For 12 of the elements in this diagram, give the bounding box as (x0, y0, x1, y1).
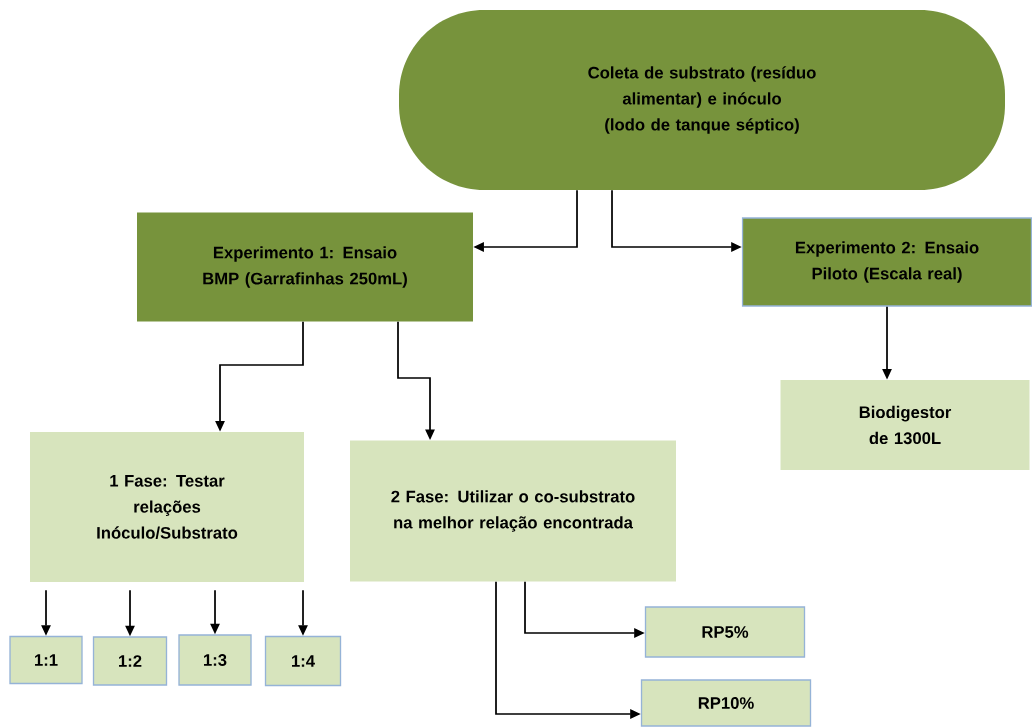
process-box: Experimento 2: Ensaio Piloto (Escala real) (741, 217, 1032, 307)
result-box: RP10% (640, 679, 812, 727)
result-box: 1:3 (178, 634, 252, 686)
process-box: 2 Fase: Utilizar o co-substrato na melhor relação encontrada (350, 440, 676, 582)
process-box: Biodigestor de 1300L (780, 380, 1030, 470)
result-box: 1:2 (92, 636, 168, 686)
rounded-box: Coleta de substrato (resíduo alimentar) e inóculo (lodo de tanque séptico) (399, 10, 1005, 190)
process-box: 1 Fase: Testar relações Inóculo/Substrato (30, 432, 304, 582)
result-box: 1:4 (264, 635, 342, 687)
result-box: RP5% (644, 606, 806, 658)
process-box: Experimento 1: Ensaio BMP (Garrafinhas 250mL) (137, 212, 473, 322)
result-box: 1:1 (9, 635, 83, 685)
